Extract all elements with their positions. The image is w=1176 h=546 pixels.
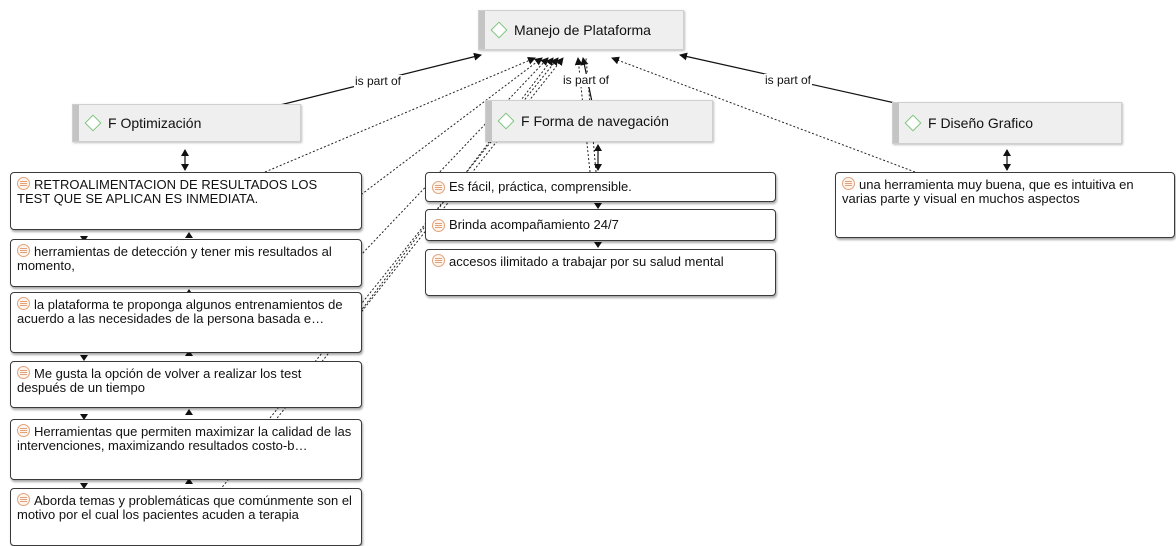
quote-text: RETROALIMENTACION DE RESULTADOS LOS TEST…: [17, 177, 318, 206]
quote-text: una herramienta muy buena, que es intuit…: [842, 177, 1134, 206]
quote-text: la plataforma te proponga algunos entren…: [17, 297, 343, 326]
quote-text: Herramientas que permiten maximizar la c…: [17, 424, 352, 453]
code-label: F Forma de navegación: [521, 113, 669, 129]
quote-text: Me gusta la opción de volver a realizar …: [17, 366, 302, 395]
quote-icon: [17, 177, 30, 190]
code-icon: [84, 114, 102, 132]
quote-icon: [432, 180, 445, 194]
quote-icon: [17, 297, 30, 310]
quote-node[interactable]: Es fácil, práctica, comprensible.: [425, 172, 776, 202]
code-icon: [904, 114, 922, 132]
quote-node[interactable]: la plataforma te proponga algunos entren…: [10, 292, 362, 353]
quote-text: Aborda temas y problemáticas que comúnme…: [17, 493, 352, 522]
quote-node[interactable]: Me gusta la opción de volver a realizar …: [10, 361, 362, 408]
code-label: F Diseño Grafico: [928, 115, 1034, 131]
code-node-manejo[interactable]: Manejo de Plataforma: [478, 10, 684, 50]
quote-node[interactable]: accesos ilimitado a trabajar por su salu…: [425, 249, 776, 296]
quote-node[interactable]: RETROALIMENTACION DE RESULTADOS LOS TEST…: [10, 172, 362, 230]
quote-icon: [17, 424, 30, 437]
quote-node[interactable]: Aborda temas y problemáticas que comúnme…: [10, 488, 362, 546]
code-node-navegacion[interactable]: F Forma de navegación: [485, 100, 713, 142]
quote-icon: [17, 493, 30, 506]
quote-text: accesos ilimitado a trabajar por su salu…: [449, 254, 724, 269]
quote-icon: [17, 366, 30, 379]
quote-node[interactable]: una herramienta muy buena, que es intuit…: [835, 172, 1175, 238]
quote-node[interactable]: Brinda acompañamiento 24/7: [425, 209, 776, 241]
edge-label-1: is part of: [354, 74, 403, 88]
quote-icon: [842, 177, 855, 190]
quote-text: Es fácil, práctica, comprensible.: [449, 179, 632, 195]
code-icon: [497, 112, 515, 130]
code-node-optimizacion[interactable]: F Optimización: [72, 104, 301, 142]
quote-node[interactable]: herramientas de detección y tener mis re…: [10, 239, 362, 287]
code-label: F Optimización: [108, 115, 202, 131]
code-icon: [490, 21, 508, 39]
quote-text: herramientas de detección y tener mis re…: [17, 244, 332, 273]
code-label: Manejo de Plataforma: [514, 22, 651, 38]
code-node-diseno[interactable]: F Diseño Grafico: [892, 102, 1122, 144]
quote-node[interactable]: Herramientas que permiten maximizar la c…: [10, 419, 362, 480]
quote-text: Brinda acompañamiento 24/7: [449, 217, 619, 233]
quote-icon: [432, 218, 445, 232]
edge-label-3: is part of: [764, 73, 813, 87]
quote-icon: [432, 254, 445, 267]
edge-label-2: is part of: [562, 73, 611, 87]
quote-icon: [17, 244, 30, 257]
